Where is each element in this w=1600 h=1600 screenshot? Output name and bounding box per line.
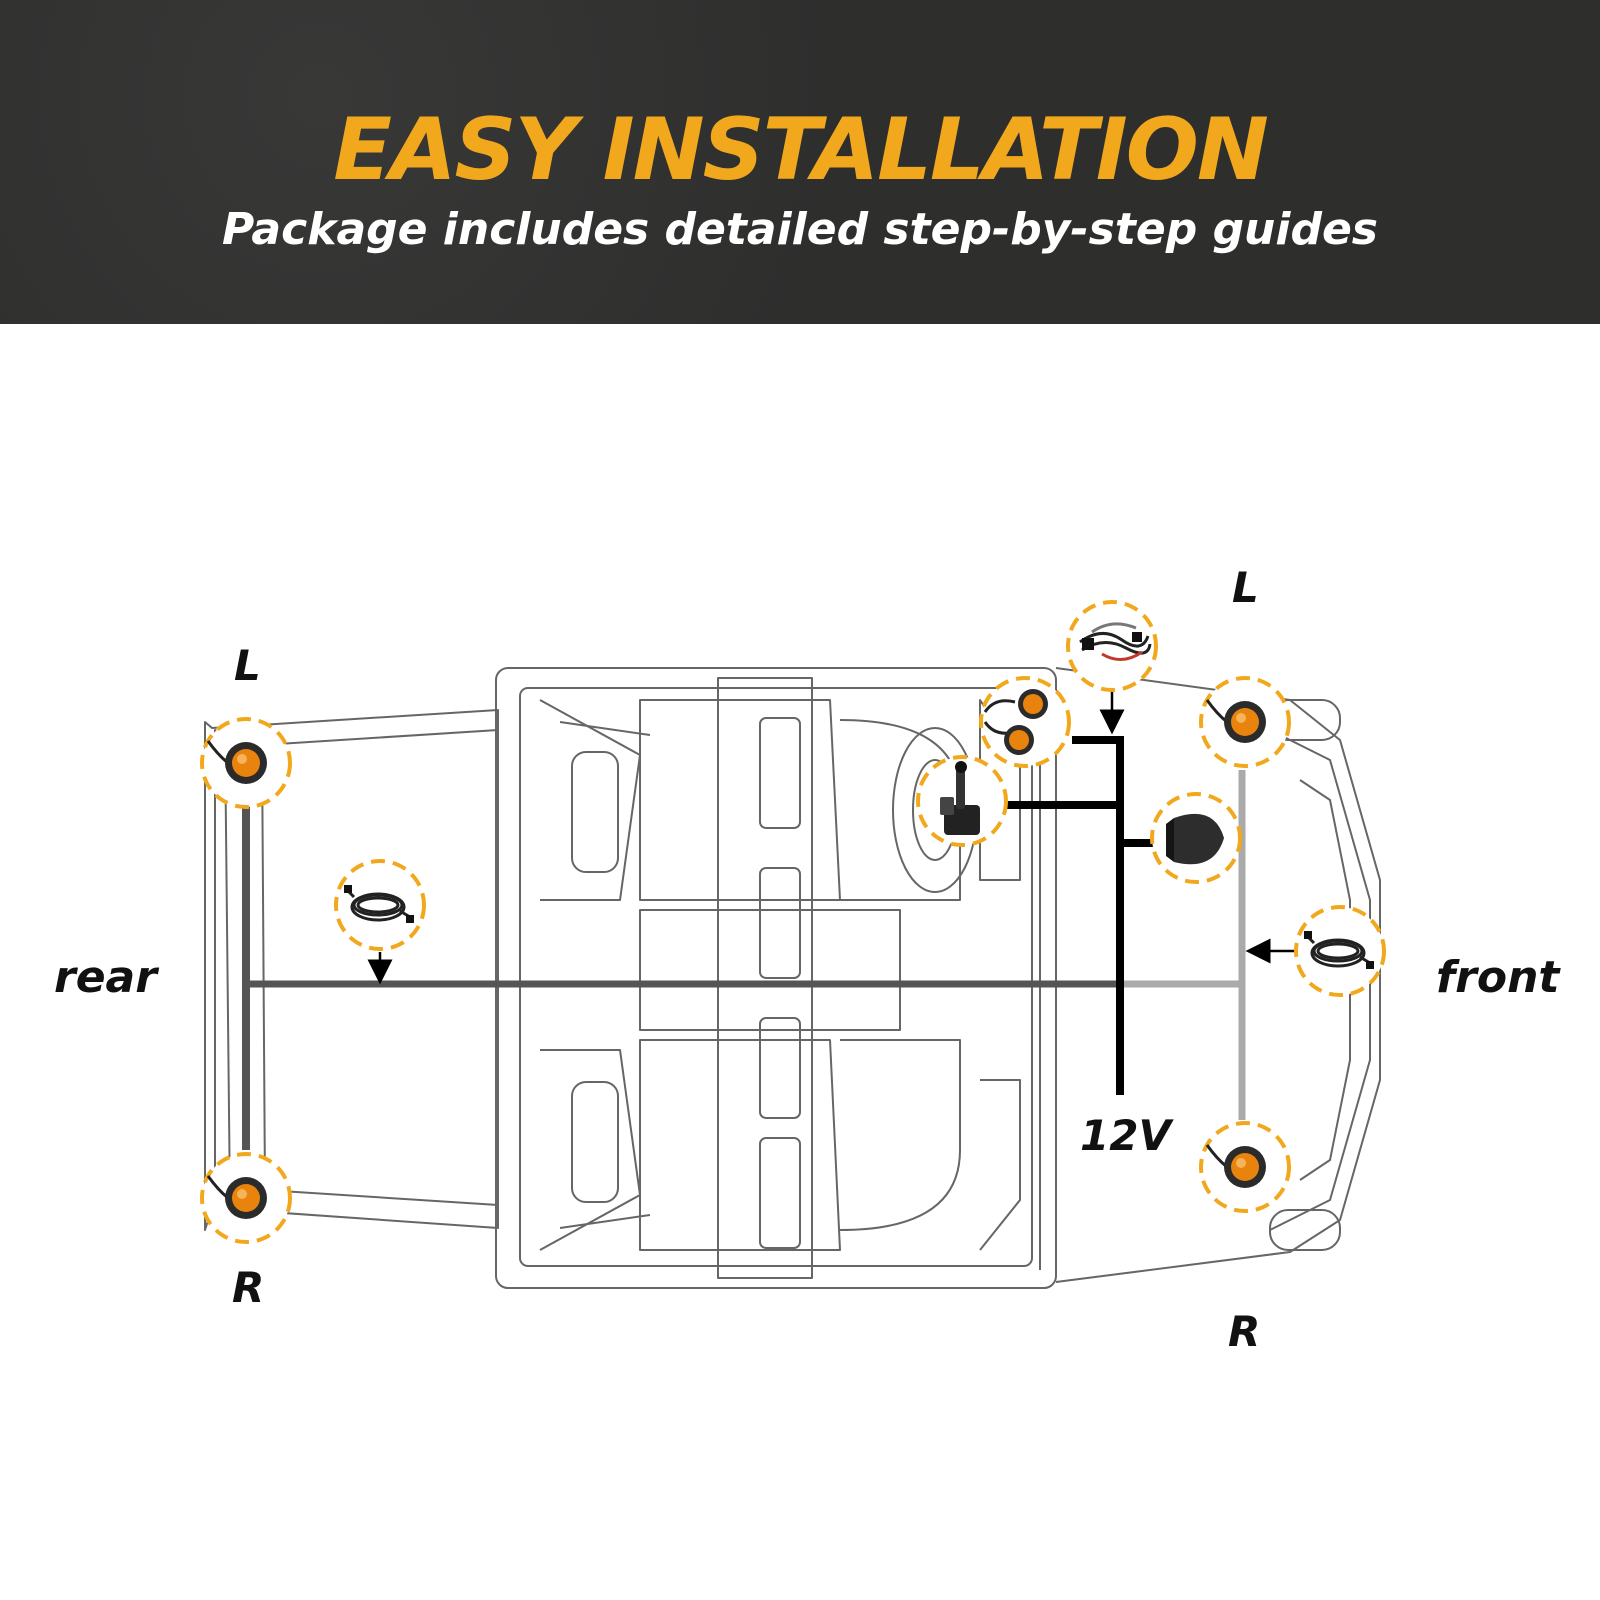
- page-title: EASY INSTALLATION: [333, 100, 1269, 200]
- rear-left-marker-light: [200, 717, 292, 809]
- page-subtitle: Package includes detailed step-by-step g…: [221, 204, 1378, 255]
- header-banner: EASY INSTALLATION Package includes detai…: [0, 0, 1600, 324]
- coiled-cable-icon: [1304, 931, 1374, 969]
- rear-label: rear: [54, 952, 159, 1003]
- horn: [1150, 792, 1242, 884]
- rear-right-marker-light: [200, 1152, 292, 1244]
- front-left-label: L: [1232, 563, 1259, 612]
- power-label: 12V: [1080, 1111, 1174, 1160]
- rear-right-label: R: [232, 1263, 264, 1312]
- diagram-labels: rear front L R L R 12V: [54, 563, 1561, 1356]
- rear-extension-harness: [334, 859, 426, 951]
- amber-round-light-icon: [206, 740, 267, 784]
- wiring-lines: [242, 688, 1296, 1150]
- switch-lever-icon: [940, 761, 980, 835]
- dash-indicator-lights: [979, 676, 1071, 768]
- front-left-marker-light: [1199, 676, 1291, 768]
- amber-round-light-icon: [1205, 699, 1266, 743]
- utv-vehicle-outline: [204, 667, 1381, 1289]
- wiring-harness-icon: [1079, 622, 1152, 661]
- amber-round-light-icon: [206, 1175, 267, 1219]
- main-wiring-harness: [1066, 600, 1158, 692]
- front-extension-harness: [1294, 905, 1386, 997]
- front-right-label: R: [1228, 1307, 1260, 1356]
- rear-left-label: L: [234, 641, 261, 690]
- horn-icon: [1166, 813, 1224, 865]
- front-right-marker-light: [1199, 1121, 1291, 1213]
- turn-signal-switch: [916, 755, 1008, 847]
- components: [200, 600, 1386, 1244]
- power-trunk-wire: [1072, 736, 1124, 1095]
- front-label: front: [1436, 952, 1561, 1003]
- coiled-cable-icon: [344, 885, 414, 923]
- amber-round-light-icon: [1205, 1144, 1266, 1188]
- twin-amber-light-icon: [983, 689, 1048, 755]
